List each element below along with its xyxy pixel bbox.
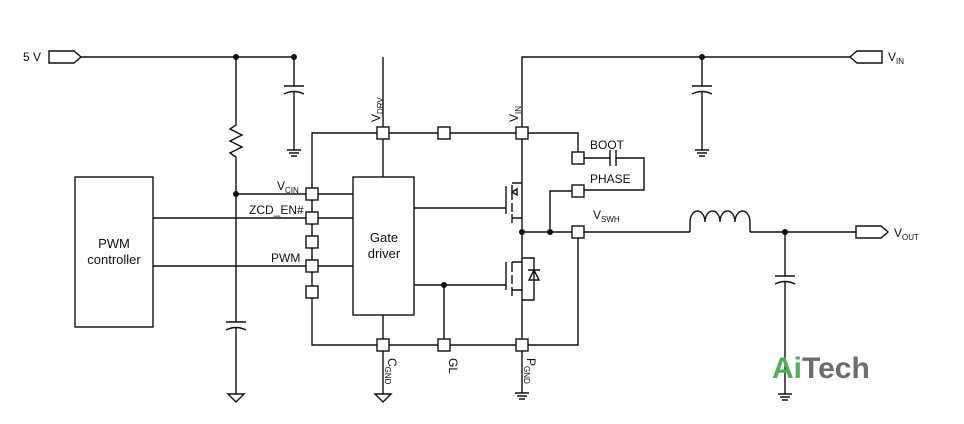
five-v-port: 5 V [23, 50, 83, 64]
nc-pin-2 [305, 285, 319, 299]
pwm-controller-label-2: controller [87, 252, 141, 267]
svg-text:AiTech: AiTech [772, 352, 870, 385]
svg-text:PGND: PGND [522, 358, 538, 384]
pullup-resistor [228, 57, 244, 194]
boot-pin [571, 151, 585, 165]
zcd-en-pin [305, 211, 319, 225]
aitech-logo: AiTech [772, 352, 870, 385]
vout-label: VOUT [894, 226, 919, 242]
svg-text:VDRV: VDRV [369, 97, 385, 122]
output-capacitor [774, 232, 796, 401]
cgnd-ground-symbol [373, 351, 393, 403]
vswh-label: VSWH [593, 208, 620, 224]
gl-pin [437, 338, 451, 352]
gate-driver-block: Gate driver [352, 176, 415, 316]
svg-text:CGND: CGND [383, 358, 399, 385]
cgnd-pin [376, 338, 390, 352]
vcin-bypass-capacitor [225, 321, 247, 403]
pgnd-pin [515, 338, 529, 352]
svg-text:VIN: VIN [507, 106, 523, 122]
vin-input-capacitor [691, 57, 713, 157]
pwm-pin [305, 259, 319, 273]
vdrv-label: VDRV [369, 97, 385, 122]
pwm-controller-label-1: PWM [98, 236, 130, 251]
high-side-mosfet [414, 139, 523, 232]
pgnd-label: PGND [522, 358, 538, 384]
nc-pin-1 [305, 235, 319, 249]
bootstrap-capacitor [584, 150, 645, 191]
output-inductor [689, 210, 751, 232]
pwm-label: PWM [271, 251, 300, 265]
phase-pin [571, 184, 585, 198]
five-v-label: 5 V [23, 50, 41, 64]
vout-port: VOUT [855, 225, 919, 242]
pwm-controller-block: PWM controller [74, 176, 154, 328]
vin-port-label: VIN [888, 50, 904, 66]
zcd-en-label: ZCD_EN# [249, 203, 304, 217]
gate-driver-label-1: Gate [370, 230, 398, 245]
five-v-decoupling-capacitor [283, 57, 305, 157]
gl-label: GL [446, 358, 460, 374]
svg-text:GL: GL [446, 358, 460, 374]
cgnd-label: CGND [383, 358, 399, 385]
top-center-pin [437, 126, 451, 140]
vin-pin-label: VIN [507, 106, 523, 122]
pgnd-ground-symbol [515, 351, 529, 400]
vdrv-pin [376, 126, 390, 140]
boot-label: BOOT [590, 138, 625, 152]
vin-pin [515, 126, 529, 140]
vswh-pin [571, 225, 585, 239]
low-side-mosfet [444, 232, 541, 339]
vcin-label: VCIN [277, 179, 299, 195]
vin-port: VIN [848, 50, 904, 66]
phase-label: PHASE [590, 172, 631, 186]
gate-driver-label-2: driver [368, 246, 401, 261]
vcin-pin [305, 187, 319, 201]
